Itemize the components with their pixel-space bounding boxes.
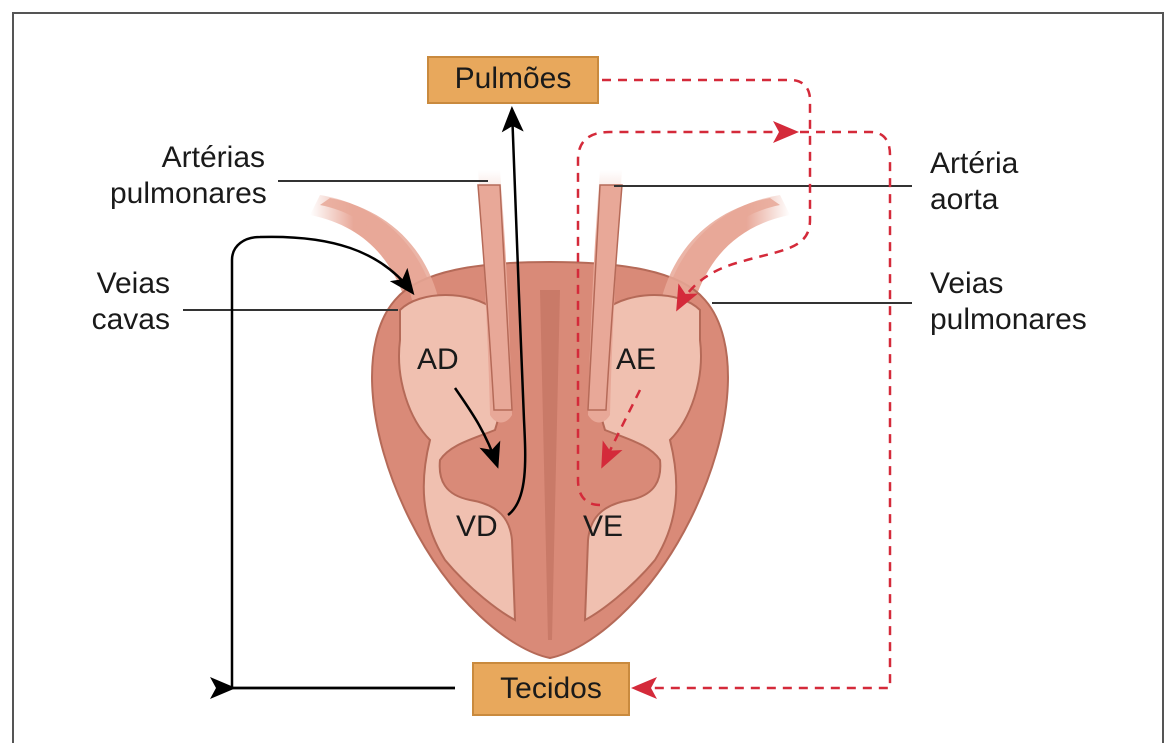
left-ventricle-label: VE: [583, 510, 623, 544]
right-ventricle-label: VD: [456, 510, 498, 544]
vena-cava-label: Veias cavas: [40, 266, 170, 338]
aorta-label: Artéria aorta: [930, 146, 1090, 218]
pulmonary-arteries-label: Artérias pulmonares: [110, 140, 265, 212]
right-atrium-label: AD: [417, 343, 459, 377]
tissues-box: Tecidos: [472, 662, 630, 716]
pulmonary-veins-label: Veias pulmonares: [930, 266, 1130, 338]
tissues-label: Tecidos: [500, 672, 602, 705]
lungs-box: Pulmões: [427, 56, 599, 104]
lungs-label: Pulmões: [455, 62, 572, 95]
left-atrium-label: AE: [616, 343, 656, 377]
